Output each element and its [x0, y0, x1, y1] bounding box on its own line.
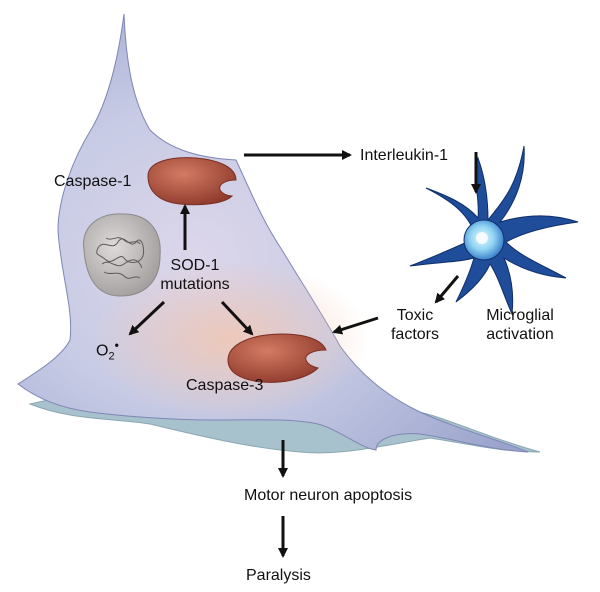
- arrow-sod1-to-caspase3: [220, 300, 254, 336]
- factors-line: factors: [390, 326, 439, 343]
- superoxide-label: O2•: [96, 338, 119, 363]
- caspase-1-label: Caspase-1: [54, 173, 132, 190]
- toxic-line: Toxic: [396, 307, 434, 324]
- microglial-line: Microglial: [486, 307, 554, 324]
- o2-base: O: [96, 342, 109, 360]
- cell-glow: [90, 260, 370, 420]
- interleukin-1-label: Interleukin-1: [360, 147, 449, 164]
- toxic-factors-label: Toxic factors: [380, 306, 450, 344]
- caspase-3-organelle: [227, 333, 327, 383]
- arrow-sod1-to-o2: [128, 300, 166, 336]
- caspase-1-organelle: [147, 157, 237, 206]
- paralysis-label: Paralysis: [246, 567, 311, 584]
- motor-neuron-apoptosis-label: Motor neuron apoptosis: [244, 487, 413, 504]
- nucleus: [82, 213, 161, 297]
- microglial-activation-label: Microglial activation: [470, 306, 570, 344]
- sod-1-line: SOD-1: [170, 257, 220, 274]
- arrows: [128, 150, 481, 558]
- caspase-3-label: Caspase-3: [186, 377, 264, 394]
- chromatin: [96, 237, 145, 279]
- arrow-toxic-to-caspase3: [332, 316, 379, 335]
- activation-line: activation: [486, 326, 554, 343]
- o2-radical-dot: •: [114, 338, 119, 352]
- sod-1-mutations-label: SOD-1 mutations: [148, 256, 242, 294]
- o2-subscript: 2: [108, 350, 115, 363]
- microglia-cell: [409, 145, 579, 316]
- arrow-microglia-to-toxic: [434, 275, 460, 304]
- mutations-line: mutations: [160, 276, 230, 293]
